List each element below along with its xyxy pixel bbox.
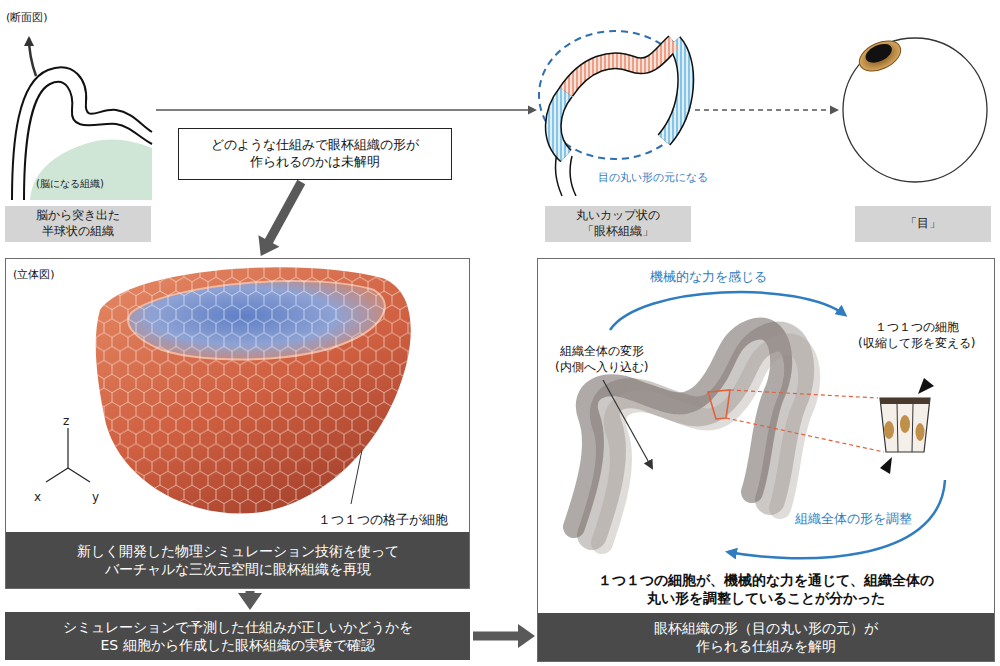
- pointer-arrow: [603, 380, 652, 468]
- cup-body: [96, 267, 411, 513]
- pupil: [863, 40, 895, 66]
- stage-column: 脳から突き出た 半球状の組織: [5, 25, 153, 242]
- cell-highlight: [708, 390, 730, 419]
- feedback-arrow: [728, 480, 945, 558]
- panel-title: (立体図): [13, 268, 55, 282]
- feedback-arrow: [610, 292, 845, 330]
- label-holder: １つ１つの細胞 (収縮して形を変える): [858, 320, 975, 351]
- label-text: (脳になる組織): [36, 177, 104, 190]
- mechanism-panel: １つ１つの細胞が、機械的な力を通じて、組織全体の 丸い形を調整していることが分か…: [537, 258, 995, 662]
- label-text: 組織全体の形を調整: [795, 511, 912, 528]
- connector-arrow: [473, 624, 535, 648]
- arrow-head: [238, 593, 262, 610]
- label-holder: 組織全体の変形 (内側へ入り込む): [555, 344, 648, 375]
- cup-outer-layer: [553, 92, 566, 156]
- label-text: 目の丸い形の元になる: [598, 171, 708, 185]
- label-text: x: [34, 490, 41, 506]
- connector-line: [268, 182, 301, 242]
- iris-ring: [855, 35, 906, 77]
- cell-mesh: [96, 267, 411, 513]
- arrow-head: [528, 106, 537, 115]
- nucleus: [916, 423, 925, 441]
- label-text: y: [92, 490, 99, 506]
- cup-edge: [553, 92, 566, 156]
- iris: [855, 35, 906, 77]
- connector-line: [695, 109, 831, 110]
- result-band: 眼杯組織の形（目の丸い形の元）が 作られる仕組みを解明: [538, 613, 994, 661]
- arrow-head: [518, 624, 535, 648]
- label-holder: (脳になる組織): [36, 172, 104, 191]
- cup-inner-layer: [566, 42, 674, 92]
- stage-label-box: 丸いカップ状の 「眼杯組織」: [545, 206, 691, 242]
- stage-column: 「目」: [842, 25, 992, 242]
- stage-label: 丸いカップ状の 「眼杯組織」: [576, 208, 660, 239]
- band-text: 眼杯組織の形（目の丸い形の元）が 作られる仕組みを解明: [654, 619, 878, 655]
- tissue-deformation: [602, 345, 809, 543]
- connector-arrow: [695, 106, 839, 115]
- connector-arrow: [238, 591, 262, 610]
- label-holder: z: [63, 410, 69, 430]
- label-text: 機械的な力を感じる: [650, 269, 767, 286]
- label-text: (断面図): [6, 11, 48, 25]
- optic-cup-3d-render: [46, 267, 411, 513]
- growth-arrow: [29, 38, 36, 76]
- arrow-head: [258, 235, 279, 256]
- nucleus: [884, 421, 894, 439]
- label-holder: 機械的な力を感じる: [650, 266, 767, 286]
- y-axis: [68, 468, 90, 482]
- panel-text-holder: (立体図): [13, 263, 55, 282]
- leader-line: [351, 450, 362, 504]
- label-holder: y: [92, 486, 99, 506]
- cross-section-illustration: [12, 38, 152, 200]
- z-axis: [67, 428, 68, 468]
- label-text: １つ１つの細胞 (収縮して形を変える): [858, 320, 975, 351]
- label-holder: (断面図): [6, 6, 48, 25]
- connector-arrow: [156, 106, 537, 115]
- tissue-outer-line: [12, 67, 152, 200]
- zoom-line: [726, 418, 884, 452]
- label-holder: 目の丸い形の元になる: [598, 166, 708, 185]
- label-text: z: [63, 414, 69, 430]
- label-holder: x: [34, 486, 41, 506]
- experiment-bar: シミュレーションで予測した仕組みが正しいかどうかを ES 細胞から作成した眼杯組…: [5, 612, 470, 660]
- force-arrowhead: [880, 457, 892, 474]
- connector-line: [473, 632, 519, 641]
- stage-label: 「目」: [905, 216, 941, 232]
- panel-band: 新しく開発した物理シミュレーション技術を使って バーチャルな三次元空間に眼杯組織…: [6, 532, 469, 588]
- zoom-line: [730, 390, 878, 398]
- label-text: 組織全体の変形 (内側へ入り込む): [555, 344, 648, 375]
- cell-apical-band: [880, 398, 930, 404]
- stage-label: 脳から突き出た 半球状の組織: [36, 208, 120, 239]
- stage-column: 丸いカップ状の 「眼杯組織」: [540, 25, 692, 242]
- conclusion-text: １つ１つの細胞が、機械的な力を通じて、組織全体の 丸い形を調整していることが分か…: [598, 571, 934, 607]
- force-arrowhead: [918, 378, 934, 394]
- label-holder: １つ１つの格子が細胞: [318, 509, 448, 529]
- label-text: １つ１つの格子が細胞: [318, 512, 448, 529]
- eye-illustration: [843, 35, 987, 182]
- connector-arrow: [258, 182, 301, 256]
- cup-edge: [566, 42, 674, 92]
- tissue-inner-line: [24, 82, 152, 200]
- stage-label-box: 「目」: [855, 206, 991, 242]
- simulation-panel: (立体図) 新しく開発した物理シミュレーション技術を使って バーチャルな三次元空間…: [5, 258, 470, 589]
- label-holder: 組織全体の形を調整: [795, 508, 912, 528]
- band-text: 新しく開発した物理シミュレーション技術を使って バーチャルな三次元空間に眼杯組織…: [77, 542, 399, 578]
- box-text: どのような仕組みで眼杯組織の形が 作られるのかは未解明: [211, 137, 419, 171]
- nucleus: [900, 415, 910, 433]
- round-outline: [539, 31, 691, 159]
- panel-text-holder: １つ１つの細胞が、機械的な力を通じて、組織全体の 丸い形を調整していることが分か…: [538, 571, 994, 607]
- cell-icon: [880, 398, 930, 452]
- connector-line: [156, 109, 529, 110]
- brain-tissue-region: [30, 140, 152, 200]
- x-axis: [46, 468, 68, 482]
- cell-border: [897, 404, 898, 452]
- question-box: どのような仕組みで眼杯組織の形が 作られるのかは未解明: [178, 128, 452, 180]
- tail-line: [570, 156, 576, 196]
- cell-border: [912, 404, 913, 452]
- stage-label-box: 脳から突き出た 半球状の組織: [5, 206, 151, 242]
- arrow-head: [830, 106, 839, 115]
- band-text: シミュレーションで予測した仕組みが正しいかどうかを ES 細胞から作成した眼杯組…: [63, 618, 413, 654]
